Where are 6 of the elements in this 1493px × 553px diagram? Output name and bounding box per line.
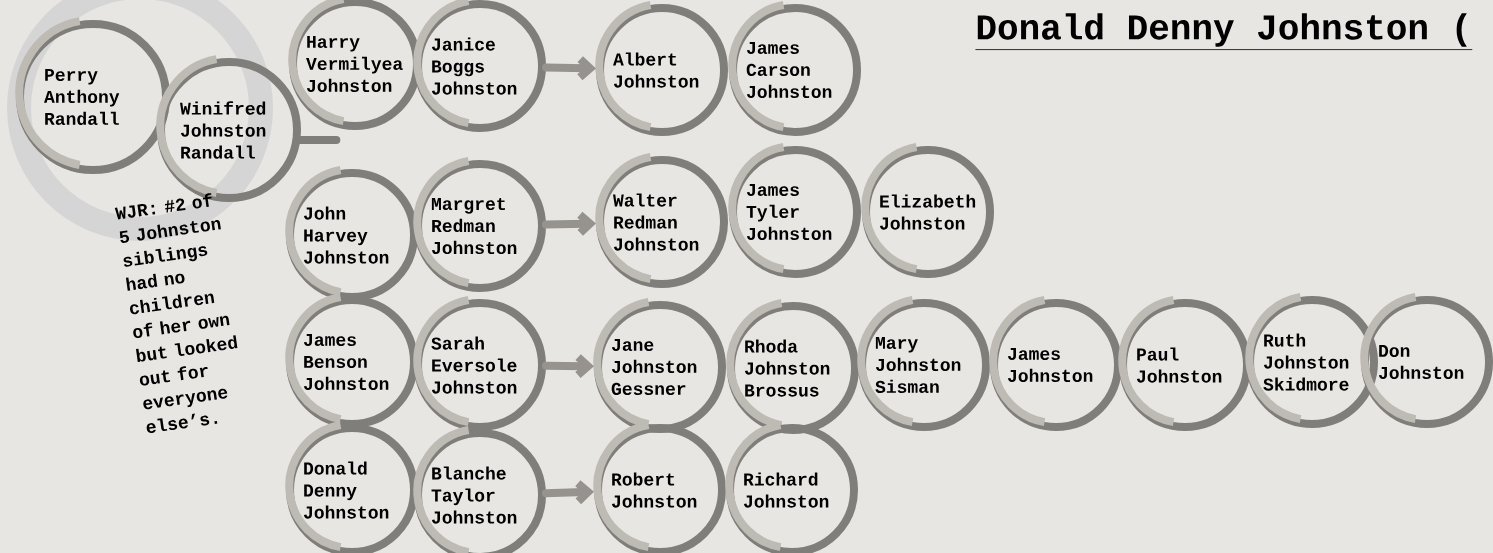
arrow	[542, 56, 597, 81]
arrow	[542, 354, 595, 379]
arrow	[542, 480, 595, 505]
arrow	[542, 211, 597, 236]
title: Donald Denny Johnston (	[975, 13, 1473, 50]
note-text: WJR: #2 of 5 Johnston siblings had no children of her own but looked out for everyone else’s.	[114, 193, 238, 433]
